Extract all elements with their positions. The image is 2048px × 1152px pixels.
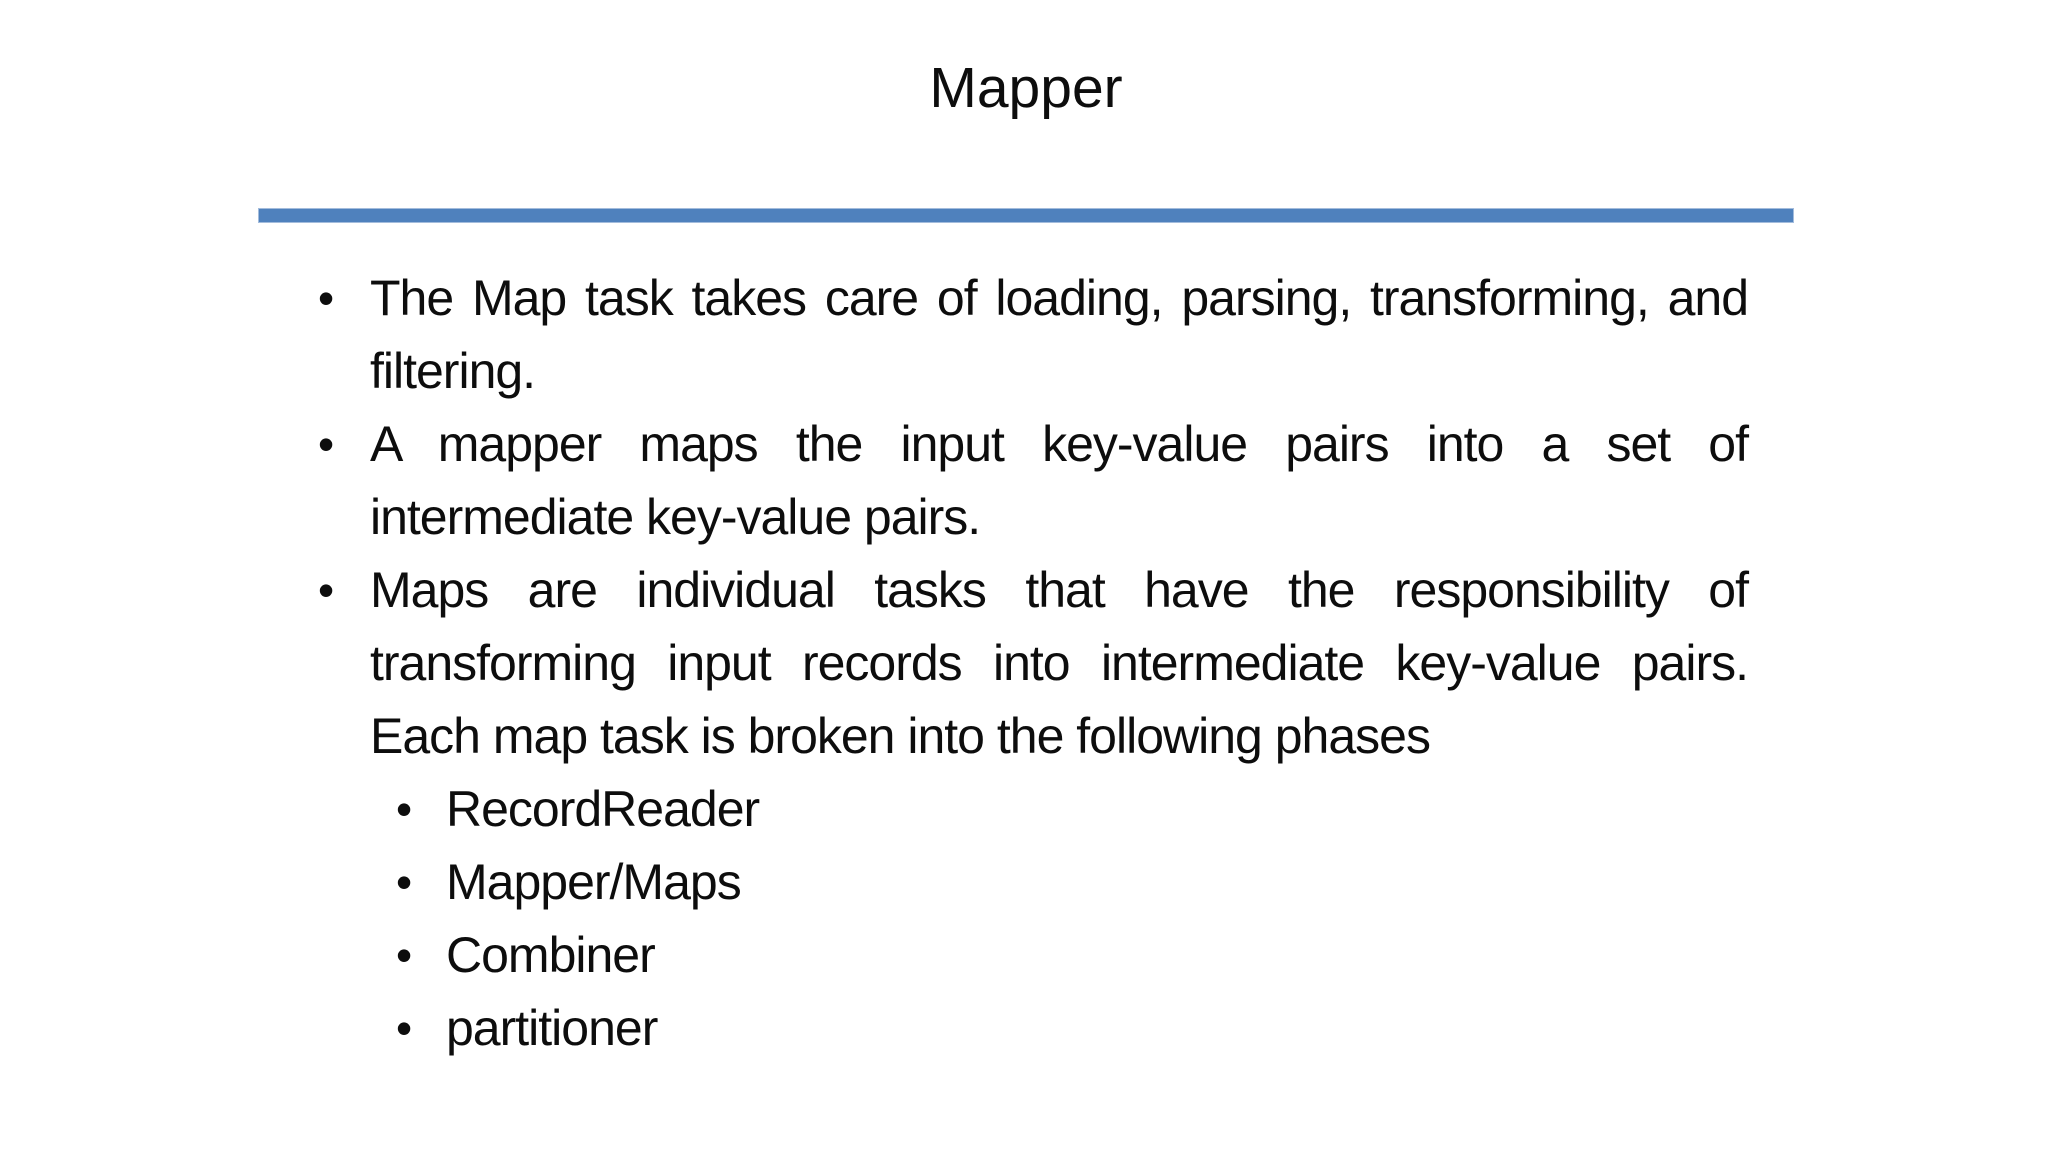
bullet-item: The Map task takes care of loading, pars…: [318, 262, 1749, 408]
bullet-item-sub: Combiner: [396, 919, 1748, 992]
bullet-item: A mapper maps the input key-value pairs …: [318, 408, 1749, 554]
slide-title: Mapper: [929, 56, 1123, 120]
title-divider-rule: [258, 208, 1794, 223]
bullet-item: Maps are individual tasks that have the …: [318, 554, 1749, 773]
bullet-item-sub: partitioner: [396, 992, 1748, 1065]
bullet-list: The Map task takes care of loading, pars…: [318, 262, 1749, 1065]
slide-body: The Map task takes care of loading, pars…: [318, 262, 1749, 1065]
bullet-item-sub: Mapper/Maps: [396, 846, 1748, 919]
bullet-item-sub: RecordReader: [396, 773, 1748, 846]
